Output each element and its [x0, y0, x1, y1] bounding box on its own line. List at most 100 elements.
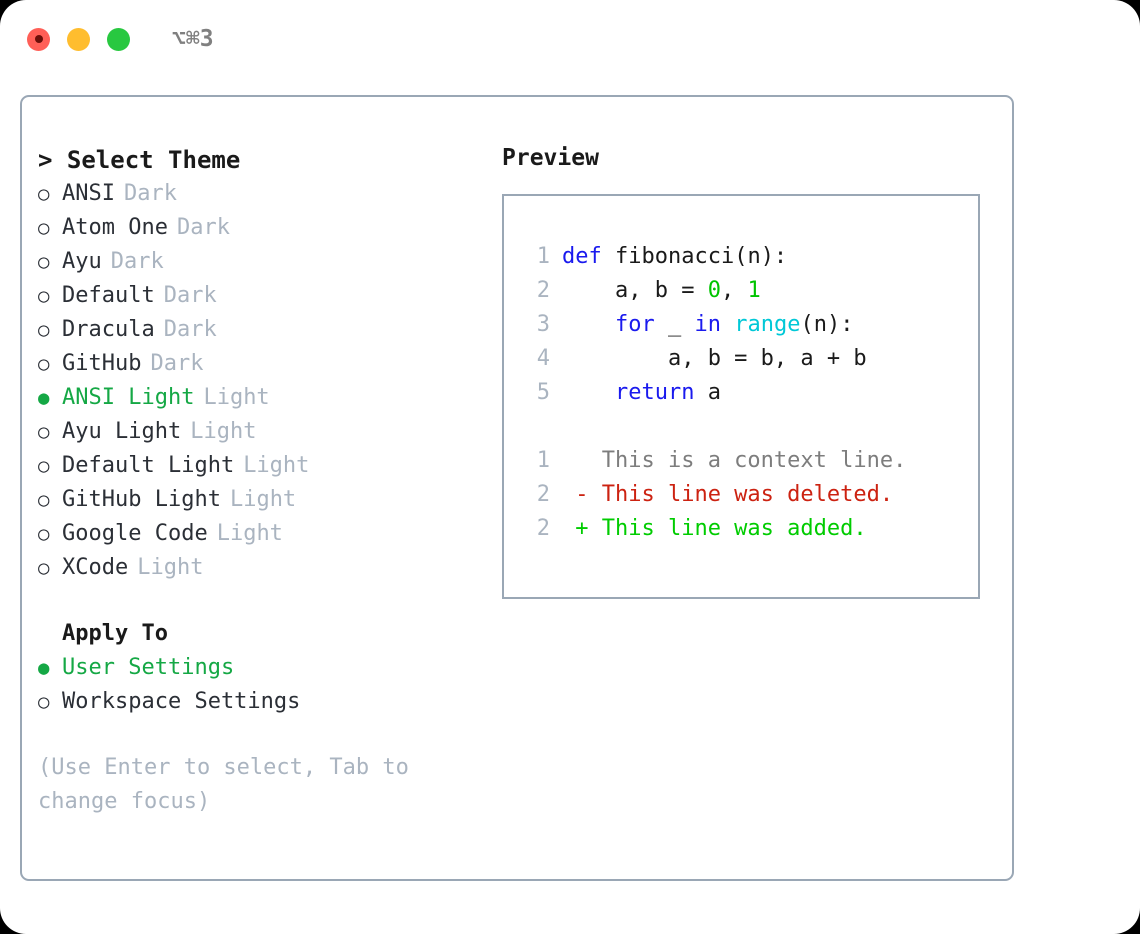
window-title: ⌥⌘3 — [172, 26, 214, 52]
line-number: 1 — [536, 244, 550, 269]
theme-name: ANSI — [62, 181, 115, 206]
theme-variant: Dark — [110, 249, 164, 274]
diff-text: - This line was deleted. — [562, 482, 894, 507]
apply-to-list: ● User Settings ○ Workspace Settings — [38, 651, 488, 719]
radio-unselected-icon: ○ — [38, 489, 50, 511]
apply-to-item[interactable]: ● User Settings — [38, 651, 488, 685]
list-spacer — [38, 585, 488, 617]
code-token: return — [614, 380, 695, 405]
theme-variant: Dark — [163, 283, 217, 308]
radio-unselected-icon: ○ — [38, 251, 50, 273]
theme-variant: Dark — [123, 181, 177, 206]
theme-variant: Light — [229, 487, 297, 512]
theme-name: Atom One — [62, 215, 168, 240]
radio-unselected-icon: ○ — [38, 691, 50, 713]
apply-to-item[interactable]: ○ Workspace Settings — [38, 685, 488, 719]
line-number: 2 — [536, 278, 550, 303]
code-line: 2 a, b = 0, 1 — [522, 274, 978, 308]
diff-text: This is a context line. — [562, 448, 907, 473]
close-dot-icon — [34, 35, 43, 43]
code-token: (n): — [800, 312, 854, 337]
window-titlebar: ⌥⌘3 — [0, 0, 1140, 78]
code-token: range — [734, 312, 801, 337]
theme-name: GitHub Light — [62, 487, 221, 512]
code-token: _ — [654, 312, 695, 337]
theme-variant: Light — [137, 555, 204, 580]
code-token: a, b = — [562, 278, 708, 303]
code-line: 1 def fibonacci(n): — [522, 240, 978, 274]
apply-to-label: Apply To — [62, 621, 168, 646]
code-token: a — [694, 380, 721, 405]
radio-unselected-icon: ○ — [38, 421, 50, 443]
radio-unselected-icon: ○ — [38, 217, 50, 239]
radio-unselected-icon: ○ — [38, 523, 50, 545]
diff-line: 2 + This line was added. — [522, 512, 978, 546]
theme-variant: Light — [203, 385, 270, 410]
preview-title: Preview — [502, 145, 599, 171]
code-token — [562, 312, 615, 337]
code-text: return a — [562, 376, 721, 410]
theme-name: Default Light — [62, 453, 235, 478]
minimize-button-icon[interactable] — [67, 27, 90, 51]
close-button-icon[interactable] — [27, 27, 50, 51]
theme-variant: Light — [216, 521, 283, 546]
theme-name: Dracula — [62, 317, 155, 342]
radio-unselected-icon: ○ — [38, 319, 50, 341]
maximize-button-icon[interactable] — [107, 27, 130, 51]
theme-list-item[interactable]: ○ Atom One Dark — [38, 211, 488, 245]
theme-name: Google Code — [62, 521, 208, 546]
line-number: 4 — [536, 346, 550, 371]
apply-to-name: Workspace Settings — [62, 689, 301, 714]
line-number: 2 — [536, 482, 550, 507]
diff-sample: 1 This is a context line. 2 - This line w… — [522, 444, 978, 546]
theme-variant: Dark — [176, 215, 230, 240]
theme-name: Default — [62, 283, 155, 308]
line-number: 5 — [536, 380, 550, 405]
code-diff-spacer — [522, 410, 978, 444]
theme-variant: Dark — [150, 351, 204, 376]
theme-name: Ayu — [62, 249, 102, 274]
keyboard-hint: (Use Enter to select, Tab to change focu… — [38, 755, 423, 814]
code-token: fibonacci(n): — [601, 244, 788, 269]
traffic-light-group — [27, 27, 130, 51]
code-token: 0 — [707, 278, 721, 303]
code-line: 3 for _ in range(n): — [522, 308, 978, 342]
code-token: 1 — [747, 278, 761, 303]
theme-name: ANSI Light — [62, 385, 195, 410]
code-token: a, b = b, a + b — [562, 346, 867, 371]
theme-list-item[interactable]: ○ GitHub Light Light — [38, 483, 488, 517]
code-text: a, b = b, a + b — [562, 342, 867, 376]
page-title: > Select Theme — [38, 146, 241, 174]
line-number: 1 — [536, 448, 550, 473]
code-token: for — [614, 312, 655, 337]
apply-to-name: User Settings — [62, 655, 235, 680]
radio-unselected-icon: ○ — [38, 557, 50, 579]
radio-selected-icon: ● — [38, 657, 50, 679]
theme-name: Ayu Light — [62, 419, 182, 444]
theme-name: GitHub — [62, 351, 142, 376]
theme-name: XCode — [62, 555, 129, 580]
radio-unselected-icon: ○ — [38, 353, 50, 375]
code-token: in — [694, 312, 721, 337]
code-line: 4 a, b = b, a + b — [522, 342, 978, 376]
theme-list-item[interactable]: ○ XCode Light — [38, 551, 488, 585]
theme-variant: Light — [190, 419, 257, 444]
code-text: def fibonacci(n): — [562, 240, 787, 274]
theme-list-item[interactable]: ○ GitHub Dark — [38, 347, 488, 381]
theme-list-item[interactable]: ○ Ayu Dark — [38, 245, 488, 279]
theme-list-item[interactable]: ○ Ayu Light Light — [38, 415, 488, 449]
code-token: , — [720, 278, 748, 303]
theme-list-item[interactable]: ○ Google Code Light — [38, 517, 488, 551]
radio-unselected-icon: ○ — [38, 455, 50, 477]
